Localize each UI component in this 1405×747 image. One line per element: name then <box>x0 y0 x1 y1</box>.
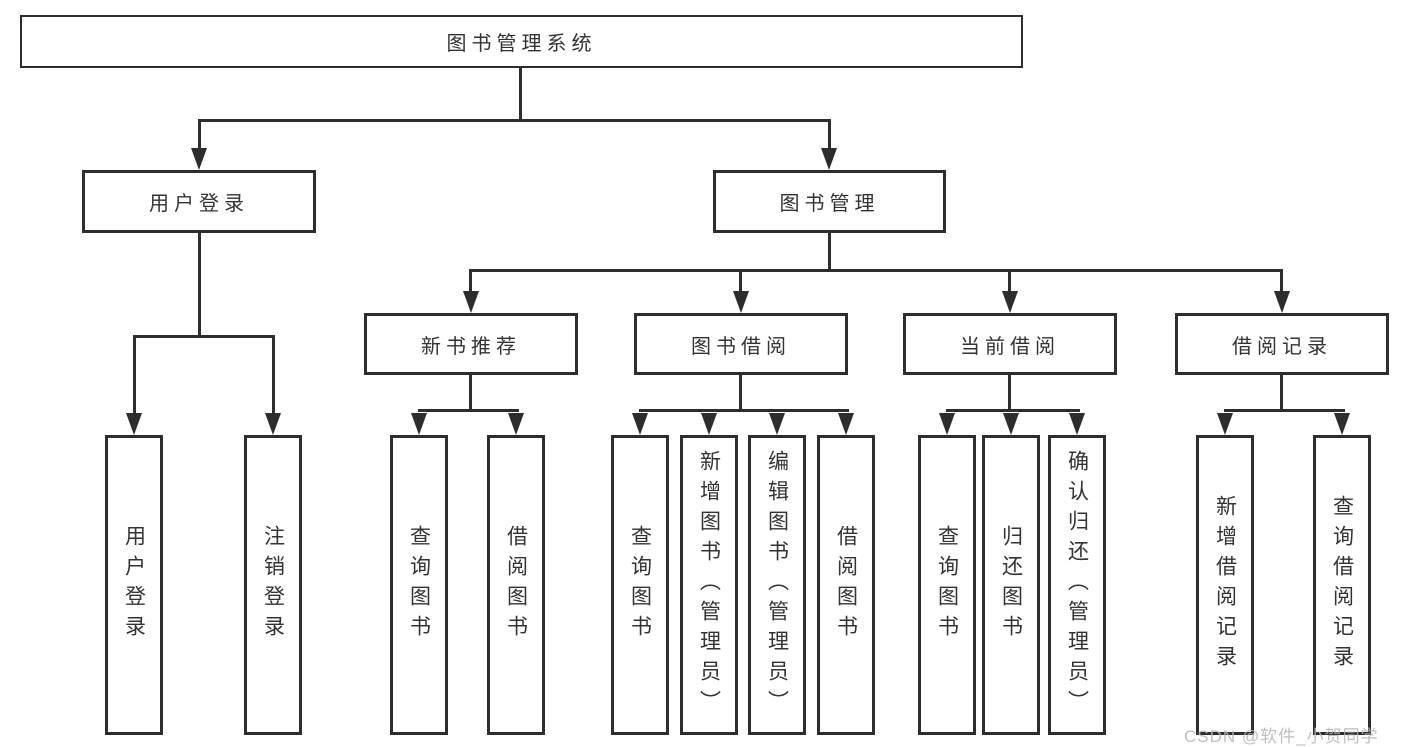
leaf-return-books: 归还图书 <box>982 435 1040 735</box>
leaf-add-books-admin: 新增图书（管理员） <box>680 435 738 735</box>
connector-vline <box>469 374 472 411</box>
node-library-system: 图书管理系统 <box>20 15 1023 68</box>
leaf-user-login: 用户登录 <box>105 435 163 735</box>
connector-vline <box>1008 374 1011 411</box>
leaf-edit-books-admin: 编辑图书（管理员） <box>748 435 806 735</box>
connector-vline <box>1280 374 1283 411</box>
arrow-down-icon <box>1274 291 1290 313</box>
node-book-borrowing: 图书借阅 <box>634 313 848 375</box>
arrow-down-icon <box>733 291 749 313</box>
arrow-down-icon <box>701 413 717 435</box>
leaf-confirm-return-admin: 确认归还（管理员） <box>1048 435 1106 735</box>
arrow-down-icon <box>1002 291 1018 313</box>
connector-hline <box>1224 409 1345 412</box>
arrow-down-icon <box>838 413 854 435</box>
arrow-down-icon <box>1069 413 1085 435</box>
connector-vline <box>739 269 742 291</box>
connector-vline <box>469 269 472 291</box>
node-user-login: 用户登录 <box>82 170 316 233</box>
connector-hline <box>946 409 1080 412</box>
arrow-down-icon <box>1217 413 1233 435</box>
leaf-borrow-books: 借阅图书 <box>817 435 875 735</box>
arrow-down-icon <box>126 413 142 435</box>
connector-vline <box>739 374 742 411</box>
connector-vline <box>828 119 831 150</box>
leaf-query-books-current: 查询图书 <box>918 435 976 735</box>
connector-hline <box>198 119 831 122</box>
arrow-down-icon <box>265 413 281 435</box>
arrow-down-icon <box>1003 413 1019 435</box>
connector-hline <box>639 409 849 412</box>
connector-vline <box>1280 269 1283 291</box>
arrow-down-icon <box>508 413 524 435</box>
connector-hline <box>469 269 1281 272</box>
connector-vline <box>828 232 831 272</box>
arrow-down-icon <box>463 291 479 313</box>
leaf-query-books-recommend: 查询图书 <box>390 435 448 735</box>
leaf-add-borrow-record: 新增借阅记录 <box>1196 435 1254 735</box>
leaf-borrow-books-recommend: 借阅图书 <box>487 435 545 735</box>
leaf-logout: 注销登录 <box>244 435 302 735</box>
node-borrow-records: 借阅记录 <box>1175 313 1389 375</box>
arrow-down-icon <box>411 413 427 435</box>
connector-vline <box>519 67 522 121</box>
connector-vline <box>198 232 201 337</box>
connector-hline <box>418 409 519 412</box>
node-new-book-recommend: 新书推荐 <box>364 313 578 375</box>
connector-vline <box>272 335 275 415</box>
arrow-down-icon <box>191 148 207 170</box>
arrow-down-icon <box>632 413 648 435</box>
leaf-query-borrow-record: 查询借阅记录 <box>1313 435 1371 735</box>
arrow-down-icon <box>939 413 955 435</box>
connector-vline <box>198 119 201 150</box>
node-current-borrowing: 当前借阅 <box>903 313 1117 375</box>
arrow-down-icon <box>1334 413 1350 435</box>
node-book-management: 图书管理 <box>713 170 946 233</box>
arrow-down-icon <box>821 148 837 170</box>
arrow-down-icon <box>769 413 785 435</box>
leaf-query-books-borrowing: 查询图书 <box>611 435 669 735</box>
connector-vline <box>133 335 136 415</box>
watermark: CSDN @软件_小贺同学 <box>1184 727 1379 746</box>
connector-vline <box>1008 269 1011 291</box>
connector-hline <box>133 335 275 338</box>
